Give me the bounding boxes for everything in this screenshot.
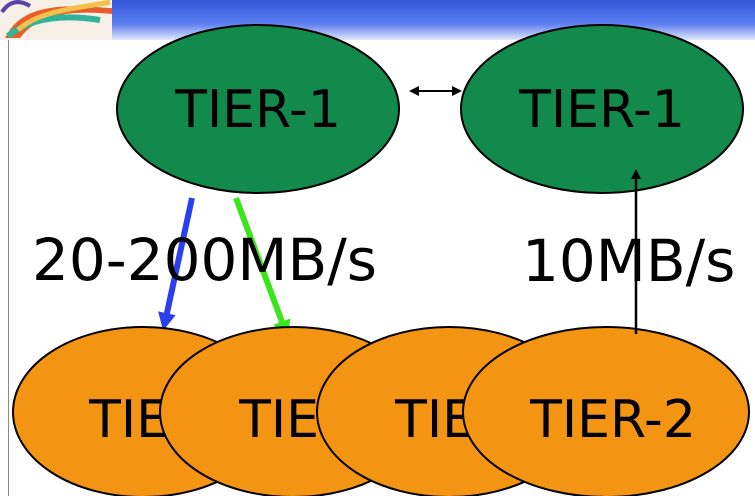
tier1-node: TIER-1 — [460, 24, 744, 194]
logo — [0, 0, 112, 40]
tier2-node: TIER-2 — [462, 326, 750, 496]
green-transfer-arrow — [233, 196, 291, 339]
tier1-node: TIER-1 — [116, 24, 400, 194]
blue-transfer-arrow — [158, 197, 195, 331]
rate-label-left: 20-200MB/s — [32, 226, 377, 294]
tier1-label: TIER-1 — [174, 80, 341, 140]
tier1-label: TIER-1 — [518, 80, 685, 140]
left-border — [8, 40, 9, 496]
tier2-label: TIER-2 — [529, 390, 696, 450]
rate-label-right: 10MB/s — [522, 227, 735, 295]
